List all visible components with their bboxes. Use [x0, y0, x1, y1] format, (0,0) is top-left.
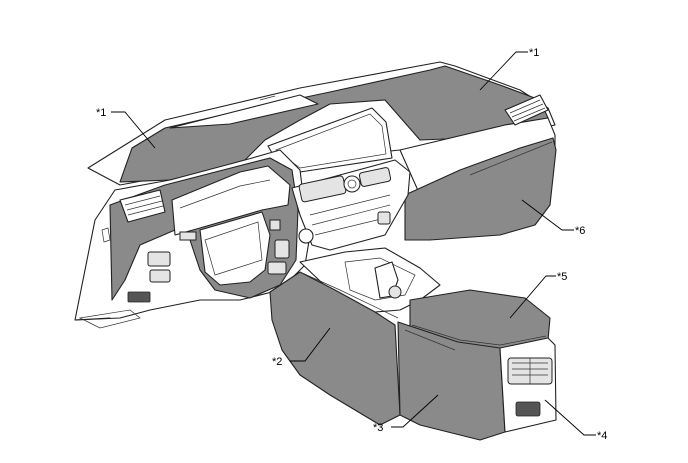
callout-2: *2 [272, 356, 282, 368]
callout-5: *5 [557, 271, 567, 283]
callout-1-left: *1 [96, 107, 106, 119]
right-air-vent [504, 94, 549, 126]
center-control-panel [291, 159, 411, 251]
instrument-panel-upper [87, 61, 556, 186]
callout-4: *4 [597, 430, 607, 442]
lower-trim [74, 309, 141, 329]
instrument-panel-right-lower [399, 117, 557, 241]
rear-console [397, 289, 551, 441]
rear-console-end-panel [499, 337, 557, 433]
leader-lines [111, 51, 596, 436]
callout-6: *6 [575, 225, 585, 237]
callout-3: *3 [373, 422, 383, 434]
left-switch-panel [127, 219, 290, 303]
center-console [269, 247, 441, 426]
left-air-vent [101, 189, 166, 243]
callout-1-right: *1 [529, 47, 539, 59]
